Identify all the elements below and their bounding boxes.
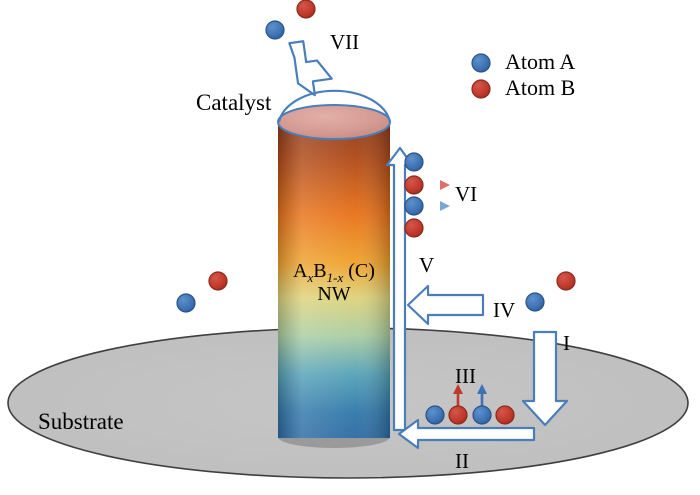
atom-b-marker [471, 79, 491, 99]
step-label-iii: III [455, 364, 476, 388]
step-label-ii: II [455, 449, 469, 473]
substrate-label: Substrate [38, 409, 124, 434]
arrow-step-iv [406, 284, 485, 326]
formula-x: x [307, 270, 314, 285]
step-label-v: V [419, 253, 435, 277]
atom-a-substrate-0 [425, 405, 445, 425]
step-label-vii: VII [330, 30, 360, 54]
nanowire-formula: AxB1-x (C) [278, 261, 390, 284]
formula-c: (C) [348, 260, 375, 282]
nanowire-label: AxB1-x (C) NW [278, 261, 390, 304]
step-label-i: I [563, 331, 570, 355]
atom-a-free_top-1 [265, 20, 285, 40]
atom-b-sidewall-3 [404, 218, 424, 238]
legend-label-atom-a: Atom A [505, 49, 576, 74]
step-label-iv: IV [493, 298, 516, 322]
atom-a-substrate-2 [472, 405, 492, 425]
atom-b-substrate-1 [448, 405, 468, 425]
formula-b: B [313, 260, 327, 282]
atom-b-free_left-0 [208, 271, 228, 291]
formula-a: A [293, 260, 308, 282]
atom-a-marker [471, 53, 491, 73]
formula-1-minus-x: 1-x [326, 270, 344, 285]
legend-label-atom-b: Atom B [505, 75, 576, 100]
atom-a-sidewall-0 [404, 152, 424, 172]
atom-b-free_top-0 [296, 0, 316, 19]
arrow-step-vii [288, 40, 333, 97]
nanowire-shape [277, 104, 391, 448]
nanowire-nw-text: NW [317, 283, 351, 305]
arrow-step-v [385, 146, 414, 432]
atom-b-substrate-3 [495, 405, 515, 425]
atom-b-free_right-0 [556, 271, 576, 291]
atom-a-free_right-1 [525, 292, 545, 312]
arrow-step-i [521, 330, 569, 427]
arrow-step-vi [422, 180, 450, 211]
catalyst-label: Catalyst [196, 90, 272, 115]
atom-b-sidewall-1 [404, 175, 424, 195]
atom-layer [176, 0, 576, 425]
atom-a-sidewall-2 [404, 196, 424, 216]
atom-a-free_left-1 [176, 293, 196, 313]
step-label-vi: VI [455, 182, 478, 206]
catalyst-dome [277, 89, 392, 123]
legend-markers [471, 53, 491, 99]
arrow-step-ii [397, 418, 536, 450]
